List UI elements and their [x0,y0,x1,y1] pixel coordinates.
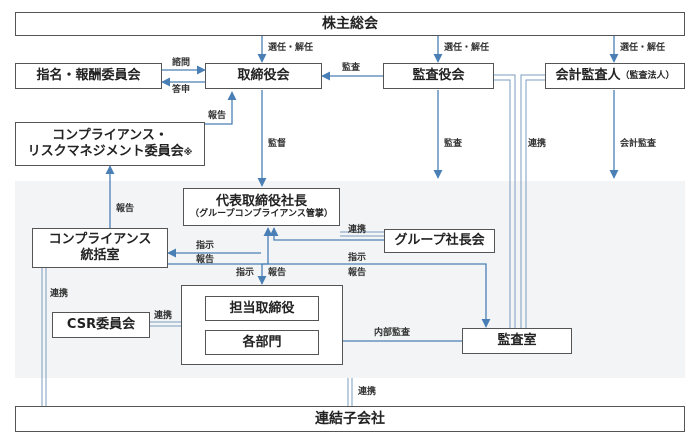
arrow-instruct-audit-office [262,263,491,328]
nomination-committee-box: 指名・報酬委員会 [15,63,162,89]
label-coop-group: 連携 [348,225,367,235]
label-coop-subsidiaries-center: 連携 [358,387,377,397]
arrow-committee-report [205,91,237,125]
accounting-auditor-box: 会計監査人 （監査法人） [545,63,685,89]
departments-label: 各部門 [242,334,282,350]
compliance-committee-box: コンプライアンス・ リスクマネジメント委員会※ [15,122,205,166]
label-report-office: 報告 [196,255,215,265]
label-audit-board-to-board: 監査 [342,63,361,73]
board-box: 取締役会 [205,63,322,89]
label-committee-report: 報告 [208,111,227,121]
compliance-office-box: コンプライアンス 統括室 [32,228,168,268]
coop-accounting-auditor-audit-office-2 [525,79,545,328]
compliance-committee-label-1: コンプライアンス・ [52,128,168,144]
accounting-auditor-label: 会計監査人 [555,68,621,84]
label-coop-subsidiaries-left: 連携 [50,289,69,299]
coop-audit-board-audit-office-2 [494,79,511,328]
label-coop-csr: 連携 [154,311,173,321]
president-box: 代表取締役社長 （グループコンプライアンス管掌） [183,188,340,226]
label-elect-dismiss-1: 選任・解任 [268,43,314,53]
compliance-committee-mark: ※ [183,148,193,158]
csr-committee-box: CSR委員会 [52,312,150,338]
label-office-report: 報告 [116,204,135,214]
label-instruct-office: 指示 [196,241,215,251]
compliance-committee-label-2: リスクマネジメント委員会 [27,144,184,159]
shareholders-meeting-box: 株主総会 [15,12,685,36]
president-note: （グループコンプライアンス管掌） [190,209,333,220]
label-instruct-departments: 指示 [236,268,255,278]
label-instruct-audit-office: 指示 [348,253,367,263]
group-presidents-box: グループ社長会 [384,229,495,253]
label-coop-audit-office: 連携 [528,139,547,149]
arrow-group-report [269,227,384,241]
label-audit-board-audit: 監査 [444,139,463,149]
arrow-office-report-president [168,227,273,265]
label-consult: 諮問 [172,58,191,68]
audit-board-label: 監査役会 [412,68,465,84]
group-presidents-label: グループ社長会 [394,233,485,249]
audit-board-box: 監査役会 [383,63,494,89]
accounting-auditor-note: （監査法人） [620,70,675,81]
label-internal-audit: 内部監査 [374,328,411,338]
audit-office-label: 監査室 [497,333,537,349]
label-elect-dismiss-3: 選任・解任 [620,43,666,53]
audit-office-box: 監査室 [462,328,572,354]
nomination-committee-label: 指名・報酬委員会 [36,68,141,84]
label-supervise: 監督 [268,139,287,149]
csr-committee-label: CSR委員会 [66,317,136,333]
label-report-departments: 報告 [268,268,287,278]
coop-accounting-auditor-audit-office-1 [520,74,545,328]
label-accounting-audit: 会計監査 [620,139,657,149]
director-in-charge-label: 担当取締役 [229,300,295,316]
subsidiaries-label: 連結子会社 [315,410,385,427]
departments-box: 各部門 [205,330,319,355]
label-elect-dismiss-2: 選任・解任 [444,43,490,53]
subsidiaries-box: 連結子会社 [15,406,685,432]
executive-area-background [15,181,685,378]
label-reply: 答申 [172,85,191,95]
compliance-office-label-2: 統括室 [80,248,120,263]
compliance-office-label-1: コンプライアンス [48,232,152,248]
shareholders-meeting-label: 株主総会 [322,15,378,32]
coop-audit-board-audit-office-1 [494,74,516,328]
president-label: 代表取締役社長 [215,193,307,209]
board-label: 取締役会 [237,68,290,84]
director-in-charge-box: 担当取締役 [205,296,319,321]
label-report-audit-office: 報告 [348,268,367,278]
